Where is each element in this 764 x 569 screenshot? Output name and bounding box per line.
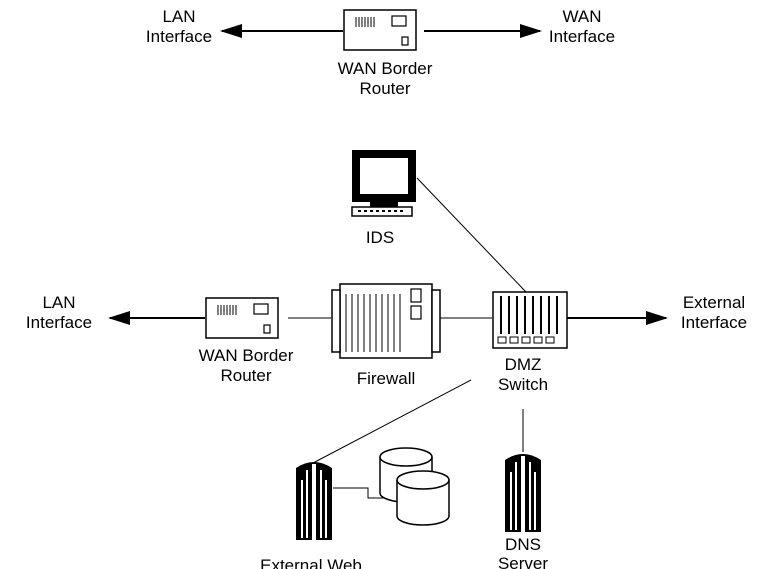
firewall-icon	[331, 283, 441, 359]
switch-web-link	[312, 379, 472, 464]
top-router-icon	[343, 9, 417, 51]
top-router-group	[220, 9, 542, 51]
web-storage-link	[333, 487, 395, 499]
firewall-label: Firewall	[357, 369, 416, 388]
ids-switch-link	[416, 177, 527, 293]
external-web-label: External Web	[260, 556, 362, 569]
dmz-switch-icon	[492, 291, 568, 349]
web-storage-disk-bottom-icon	[396, 470, 450, 526]
ids-label: IDS	[366, 228, 394, 247]
bottom-router-icon	[205, 297, 279, 339]
external-web-server-icon	[296, 462, 332, 540]
ids-workstation-icon	[351, 150, 416, 217]
dns-server-icon	[505, 454, 541, 532]
